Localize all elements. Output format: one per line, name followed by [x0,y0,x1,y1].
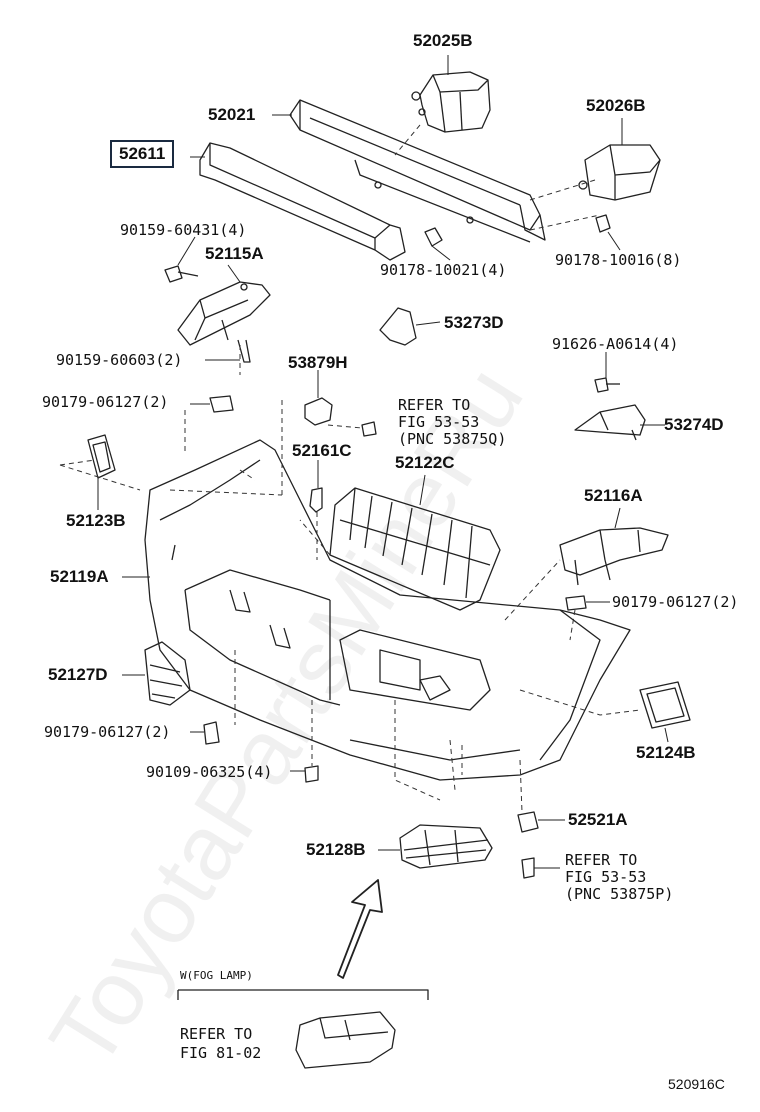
part-52116A-bracket [559,527,669,586]
label-53274D: 53274D [664,415,724,434]
part-52115A-bracket [164,265,271,363]
clip-90179-c [203,721,220,745]
label-52025B: 52025B [413,31,473,50]
label-90179-06127-c: 90179-06127(2) [44,723,171,741]
label-90179-06127-b: 90179-06127(2) [612,593,739,611]
part-fog-lamp [295,1011,396,1069]
part-52161C-clip [309,487,323,513]
part-53273D [379,307,417,346]
label-52026B: 52026B [586,96,646,115]
part-52128B-grille [399,824,493,869]
guide-lines [59,124,641,813]
part-53879H-clip [304,397,377,437]
clip-90179-b [565,595,587,611]
part-52119A-bumper [144,439,631,781]
label-52127D: 52127D [48,665,108,684]
label-refer-b-3: (PNC 53875P) [565,885,674,903]
label-52123B: 52123B [66,511,126,530]
label-52115A: 52115A [205,244,264,263]
label-refer-a-2: FIG 53-53 [398,413,480,431]
part-90178-nut [424,227,443,247]
label-52521A: 52521A [568,810,628,829]
part-52611-absorber [199,142,406,261]
part-bolt-b [521,857,535,879]
fog-lamp-bracket [177,989,429,1000]
part-53274D-bracket [574,377,646,441]
part-52124B-cover [639,681,691,729]
label-53879H: 53879H [288,353,348,372]
label-52128B: 52128B [306,840,366,859]
label-52122C: 52122C [395,453,455,472]
label-53273D: 53273D [444,313,504,332]
label-90179-06127-a: 90179-06127(2) [42,393,169,411]
part-52021-reinforcement [289,99,546,243]
label-fog-lamp: W(FOG LAMP) [180,969,253,982]
label-refer-a-1: REFER TO [398,396,471,414]
label-52161C: 52161C [292,441,352,460]
label-90109-06325: 90109-06325(4) [146,763,273,781]
label-90159-60431: 90159-60431(4) [120,221,247,239]
label-refer-c-2: FIG 81-02 [180,1044,262,1062]
label-52116A: 52116A [584,486,643,505]
label-90178-10016: 90178-10016(8) [555,251,682,269]
label-90178-10021: 90178-10021(4) [380,261,507,279]
leader-lines [97,55,669,869]
label-refer-b-2: FIG 53-53 [565,868,647,886]
label-52124B: 52124B [636,743,696,762]
label-52119A: 52119A [50,567,109,586]
part-52127D-grille [144,641,191,706]
part-52521A [517,811,539,833]
label-90159-60603: 90159-60603(2) [56,351,183,369]
label-52021: 52021 [208,105,256,124]
label-refer-c-1: REFER TO [180,1025,253,1043]
part-52123B-cover [87,434,116,479]
label-52611-highlighted[interactable]: 52611 [110,140,175,168]
part-90109-bolt [304,765,319,783]
part-52025B-bracket [411,71,491,133]
clip-90179-a [209,395,234,413]
label-91626-A0614: 91626-A0614(4) [552,335,679,353]
diagram-code: 520916C [668,1076,725,1092]
label-refer-a-3: (PNC 53875Q) [398,430,507,448]
arrow [337,879,383,979]
part-52122C-grille [329,487,501,611]
part-52026B-bracket [578,144,661,233]
label-refer-b-1: REFER TO [565,851,638,869]
